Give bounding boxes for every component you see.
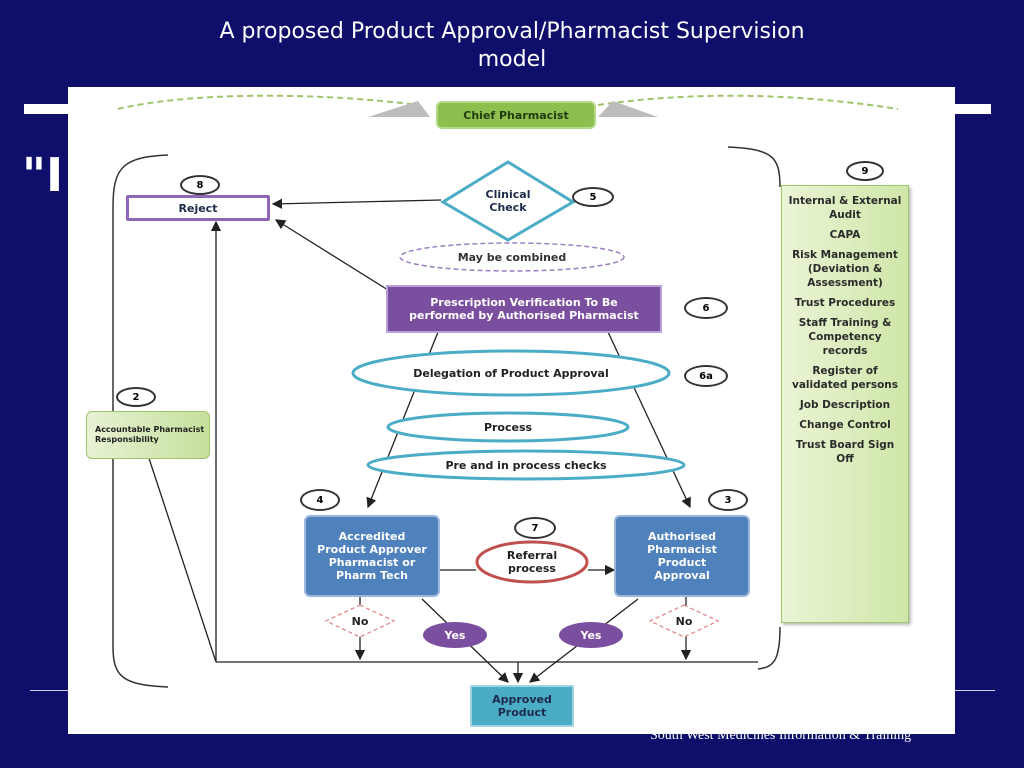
governance-side-panel: Internal & External Audit CAPA Risk Mana… bbox=[781, 185, 909, 623]
pre-in-process-ellipse bbox=[366, 449, 686, 481]
accountable-pharmacist-label: Accountable Pharmacist Responsibility bbox=[95, 425, 205, 444]
delegation-ellipse bbox=[351, 349, 671, 397]
clinical-check-label: Clinical Check bbox=[485, 188, 531, 214]
diagram-connectors bbox=[112, 94, 899, 688]
authorised-approval-label: Authorised Pharmacist Product Approval bbox=[647, 530, 717, 582]
side-item-board-signoff: Trust Board Sign Off bbox=[795, 439, 895, 465]
grey-arrow-left bbox=[368, 101, 430, 117]
step-number-4: 4 bbox=[300, 489, 340, 511]
title-line-1: A proposed Product Approval/Pharmacist S… bbox=[219, 19, 805, 44]
pre-in-process-label-box: Pre and in process checks bbox=[388, 457, 664, 473]
no-label-left: No bbox=[351, 614, 369, 628]
side-item-register: Register of validated persons bbox=[791, 365, 899, 391]
approved-product-label: Approved Product bbox=[492, 693, 552, 719]
quote-fragment: "I bbox=[22, 148, 64, 202]
yes-label-right-box: Yes bbox=[559, 627, 623, 643]
grey-arrow-right bbox=[598, 101, 658, 117]
reject-box: Reject bbox=[126, 195, 270, 221]
side-item-training: Staff Training & Competency records bbox=[798, 317, 892, 357]
process-label: Process bbox=[483, 420, 533, 434]
step-number-9: 9 bbox=[846, 161, 884, 181]
side-item-audit: Internal & External Audit bbox=[788, 195, 902, 221]
may-be-combined-label-box: May be combined bbox=[400, 249, 624, 265]
side-item-job-description: Job Description bbox=[799, 399, 891, 411]
footer-divider-right bbox=[955, 690, 995, 691]
slide-title: A proposed Product Approval/Pharmacist S… bbox=[0, 18, 1024, 74]
step-number-2: 2 bbox=[116, 387, 156, 407]
step-number-6a: 6a bbox=[684, 365, 728, 387]
step-number-8: 8 bbox=[180, 175, 220, 195]
no-label-right: No bbox=[675, 614, 693, 628]
authorised-approval-box: Authorised Pharmacist Product Approval bbox=[614, 515, 750, 597]
right-bracket-top bbox=[727, 146, 781, 188]
right-bracket-bottom bbox=[757, 626, 781, 670]
clinical-check-diamond bbox=[440, 160, 576, 242]
yes-ellipse-right bbox=[559, 622, 623, 648]
yes-label-left: Yes bbox=[444, 628, 466, 642]
delegation-label: Delegation of Product Approval bbox=[413, 366, 609, 380]
may-be-combined-label: May be combined bbox=[457, 250, 567, 264]
clinical-check-label-box: Clinical Check bbox=[470, 181, 546, 221]
process-ellipse bbox=[386, 411, 630, 443]
decorative-bar-left bbox=[24, 104, 70, 114]
prescription-verification-label: Prescription Verification To Be performe… bbox=[409, 296, 639, 322]
yes-label-right: Yes bbox=[580, 628, 602, 642]
no-diamond-left bbox=[324, 604, 396, 638]
step-number-3: 3 bbox=[708, 489, 748, 511]
top-dashed-curve-right bbox=[597, 94, 899, 110]
referral-ellipse bbox=[475, 540, 589, 584]
process-label-box: Process bbox=[448, 419, 568, 435]
accredited-approver-label: Accredited Product Approver Pharmacist o… bbox=[317, 530, 427, 582]
prescription-verification-box: Prescription Verification To Be performe… bbox=[386, 285, 662, 333]
chief-pharmacist-label: Chief Pharmacist bbox=[463, 108, 569, 122]
diagram-panel: Chief Pharmacist Clinical Check May be c… bbox=[68, 87, 955, 734]
decorative-bar-right bbox=[955, 104, 991, 114]
no-diamond-right bbox=[648, 604, 720, 638]
approved-product-box: Approved Product bbox=[470, 685, 574, 727]
yes-ellipse-left bbox=[423, 622, 487, 648]
accredited-approver-box: Accredited Product Approver Pharmacist o… bbox=[304, 515, 440, 597]
referral-label: Referral process bbox=[506, 549, 558, 575]
side-item-capa: CAPA bbox=[829, 229, 861, 241]
no-label-left-box: No bbox=[334, 613, 386, 629]
delegation-label-box: Delegation of Product Approval bbox=[403, 359, 619, 387]
no-label-right-box: No bbox=[658, 613, 710, 629]
chief-pharmacist-box: Chief Pharmacist bbox=[436, 101, 596, 129]
reject-label: Reject bbox=[178, 201, 218, 215]
step-number-7: 7 bbox=[514, 517, 556, 539]
side-item-risk: Risk Management (Deviation & Assessment) bbox=[792, 249, 898, 289]
referral-label-box: Referral process bbox=[482, 547, 582, 577]
may-be-combined-ellipse bbox=[399, 242, 625, 272]
pre-in-process-label: Pre and in process checks bbox=[445, 458, 607, 472]
title-line-2: model bbox=[477, 47, 547, 72]
yes-label-left-box: Yes bbox=[423, 627, 487, 643]
top-dashed-curve-left bbox=[117, 94, 419, 110]
footer-divider-left bbox=[30, 690, 70, 691]
side-item-procedures: Trust Procedures bbox=[794, 297, 896, 309]
accountable-pharmacist-box: Accountable Pharmacist Responsibility bbox=[86, 411, 210, 459]
step-number-6: 6 bbox=[684, 297, 728, 319]
side-item-change-control: Change Control bbox=[799, 419, 891, 431]
step-number-5: 5 bbox=[572, 187, 614, 207]
